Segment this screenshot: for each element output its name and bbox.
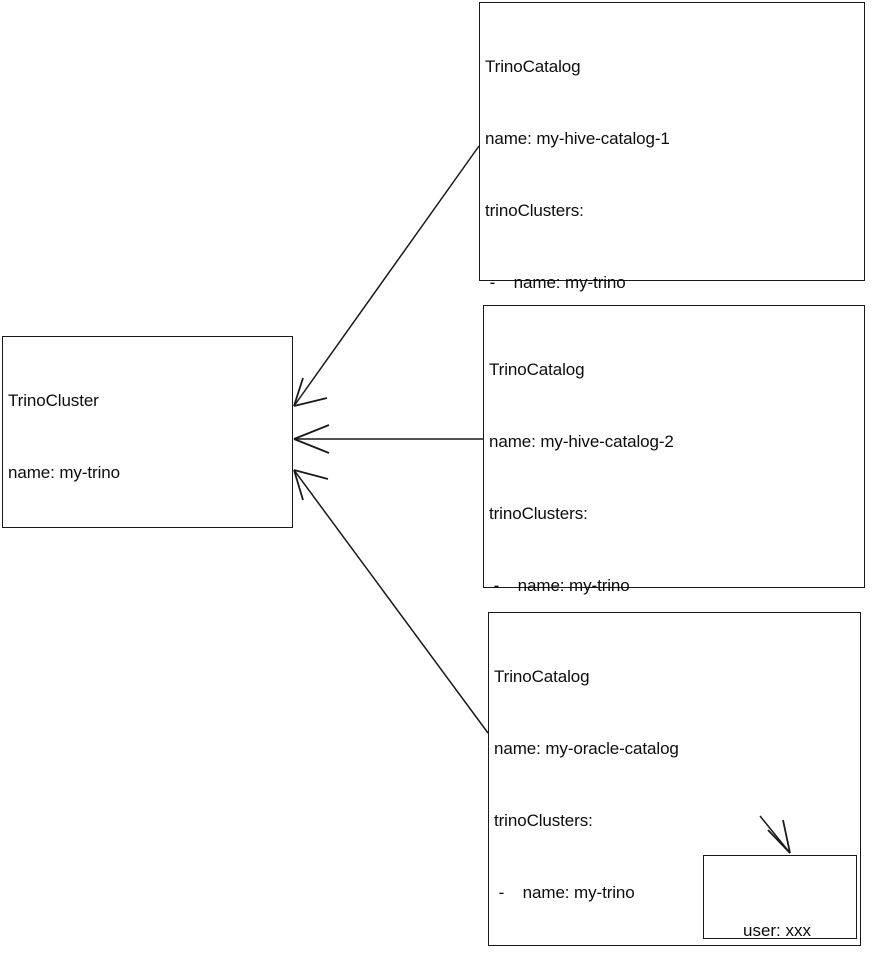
trino-cluster-box-text: TrinoCluster name: my-trino bbox=[8, 341, 290, 533]
edge-hive-catalog-1-to-cluster bbox=[293, 145, 480, 407]
catalog-2-line-2: trinoClusters: bbox=[489, 504, 588, 523]
catalog-2-line-0: TrinoCatalog bbox=[489, 360, 585, 379]
catalog-1-line-0: TrinoCatalog bbox=[485, 57, 581, 76]
trino-cluster-box[interactable]: TrinoCluster name: my-trino bbox=[2, 336, 293, 528]
trino-catalog-box-hive-2[interactable]: TrinoCatalog name: my-hive-catalog-2 tri… bbox=[483, 305, 865, 883]
catalog-1-line-1: name: my-hive-catalog-1 bbox=[485, 129, 670, 148]
trino-catalog-box-hive-1[interactable]: TrinoCatalog name: my-hive-catalog-1 tri… bbox=[479, 2, 865, 652]
catalog-3-line-2: trinoClusters: bbox=[494, 811, 593, 830]
trino-cluster-line-1: name: my-trino bbox=[8, 463, 120, 482]
secret-line-0: user: xxx bbox=[742, 921, 812, 940]
catalog-1-line-2: trinoClusters: bbox=[485, 201, 584, 220]
edge-oracle-catalog-to-cluster bbox=[293, 469, 489, 734]
catalog-3-line-1: name: my-oracle-catalog bbox=[494, 739, 679, 758]
catalog-1-line-3: - name: my-trino bbox=[485, 273, 626, 292]
catalog-2-line-1: name: my-hive-catalog-2 bbox=[489, 432, 674, 451]
catalog-2-line-3: - name: my-trino bbox=[489, 576, 630, 595]
trino-catalog-oracle-text: TrinoCatalog name: my-oracle-catalog tri… bbox=[494, 617, 858, 954]
oracle-credentials-secret-box[interactable]: user: xxx password: xxx bbox=[703, 855, 857, 940]
catalog-3-line-3: - name: my-trino bbox=[494, 883, 635, 902]
oracle-credentials-secret-text: user: xxx password: xxx bbox=[704, 866, 850, 954]
trino-catalog-box-oracle[interactable]: TrinoCatalog name: my-oracle-catalog tri… bbox=[488, 612, 861, 946]
trino-cluster-line-0: TrinoCluster bbox=[8, 391, 99, 410]
edge-hive-catalog-2-to-cluster bbox=[293, 424, 483, 454]
catalog-3-line-0: TrinoCatalog bbox=[494, 667, 590, 686]
